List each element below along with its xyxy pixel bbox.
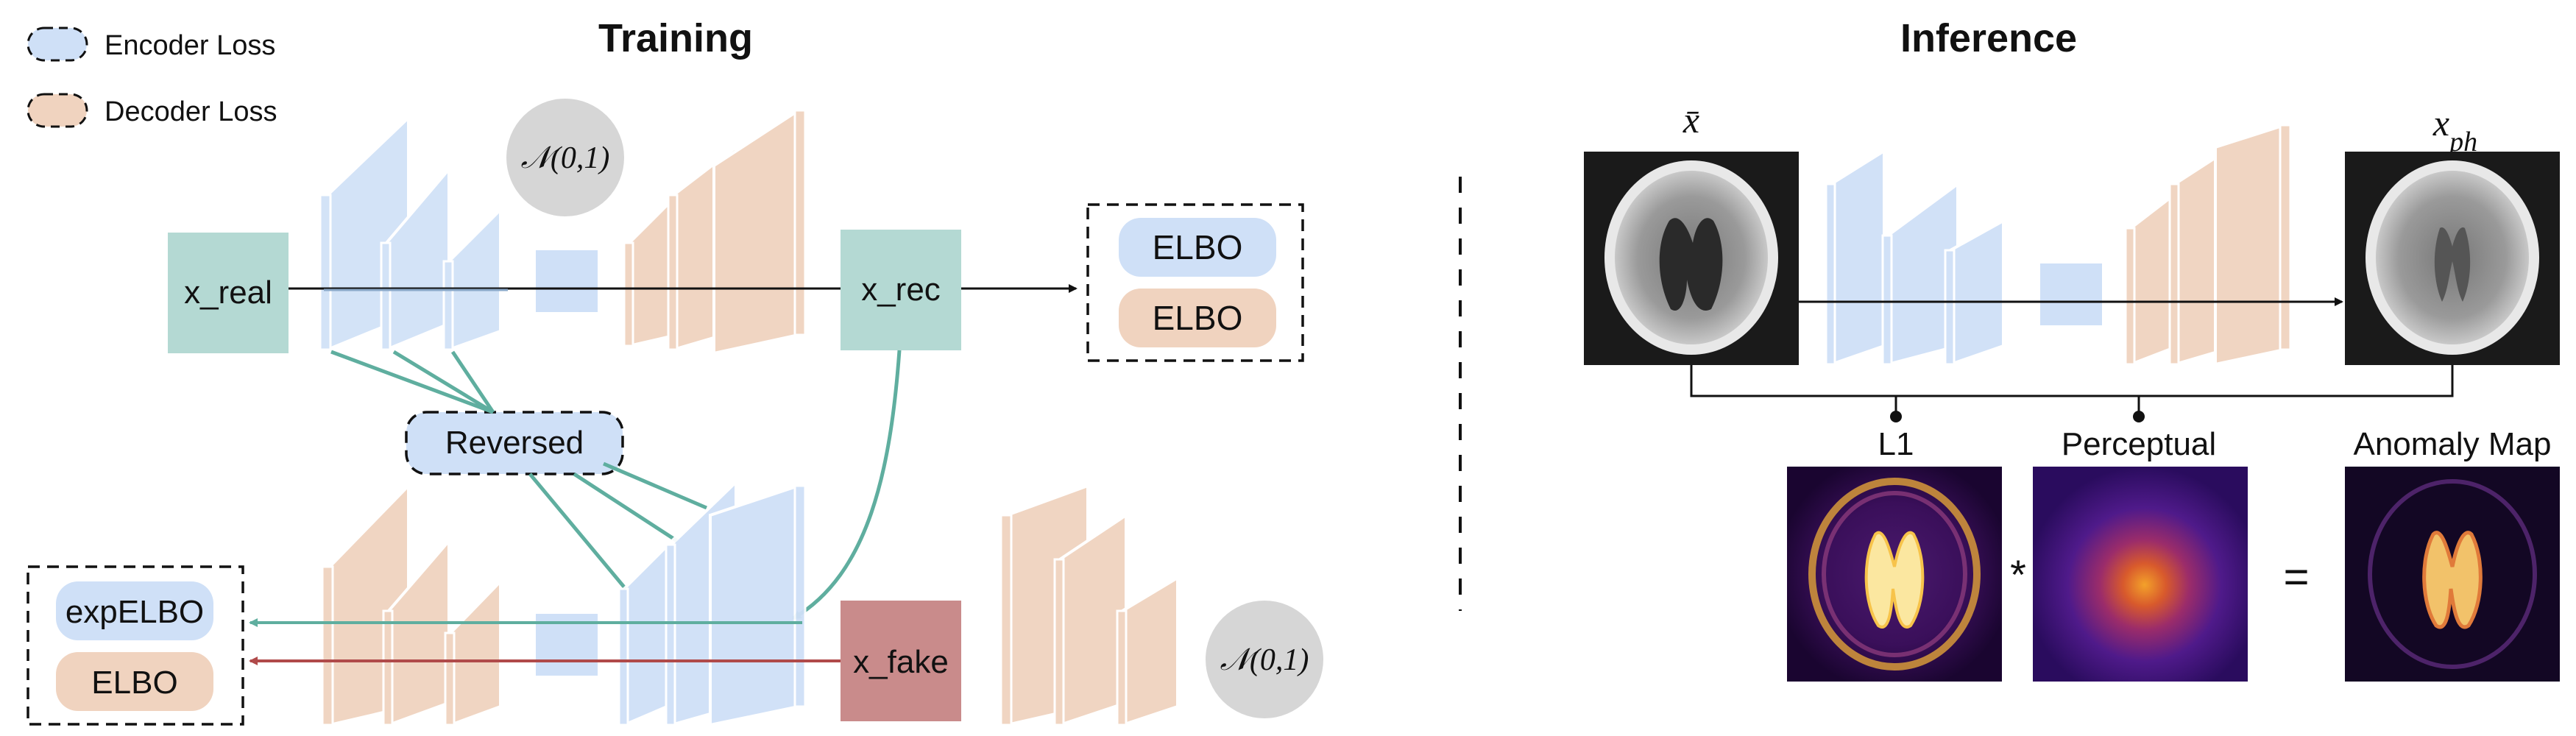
perceptual-label: Perceptual bbox=[2062, 426, 2216, 462]
top-prior-circle bbox=[506, 99, 624, 216]
x-fake-box bbox=[841, 601, 961, 721]
decoder-loss-label: Decoder Loss bbox=[105, 96, 277, 127]
top-latent bbox=[536, 250, 598, 312]
anomaly-map-image bbox=[2345, 467, 2560, 682]
rec-to-encoder-curve bbox=[792, 350, 902, 620]
encoder-loss-label: Encoder Loss bbox=[105, 30, 275, 61]
bottom-elbo-pill bbox=[56, 652, 213, 711]
perceptual-connector-dot bbox=[2133, 411, 2145, 422]
inference-encoder bbox=[1825, 148, 2005, 367]
bottom-prior-circle bbox=[1206, 601, 1323, 718]
reversed-connectors bbox=[330, 350, 707, 590]
expelbo-pill bbox=[56, 581, 213, 640]
encoder-elbo-pill bbox=[1119, 218, 1276, 277]
bottom-right-decoder bbox=[999, 484, 1179, 727]
legend: Encoder Loss Decoder Loss bbox=[26, 26, 277, 128]
reconstructed-brain-image bbox=[2345, 152, 2560, 365]
l1-map-image bbox=[1787, 467, 2002, 682]
encoder-elbo-label: ELBO bbox=[1153, 228, 1243, 266]
bottom-encoder bbox=[618, 478, 807, 728]
bottom-elbo-label: ELBO bbox=[91, 665, 177, 701]
x-rec-label: x_rec bbox=[861, 272, 941, 308]
decoder-elbo-pill bbox=[1119, 289, 1276, 347]
bottom-left-decoder bbox=[321, 482, 502, 727]
top-prior-label: 𝒩(0,1) bbox=[521, 141, 610, 175]
encoder-loss-swatch bbox=[26, 26, 88, 62]
top-decoder bbox=[623, 107, 807, 355]
reversed-label: Reversed bbox=[445, 425, 584, 461]
x-rec-box bbox=[841, 230, 961, 350]
inference-bracket bbox=[1690, 365, 2454, 397]
x-bar-label: x̄ bbox=[1682, 99, 1699, 141]
x-real-label: x_real bbox=[184, 275, 272, 311]
decoder-loss-swatch bbox=[26, 93, 88, 128]
multiply-symbol: * bbox=[2010, 551, 2026, 598]
anomaly-map-label: Anomaly Map bbox=[2353, 426, 2551, 462]
inference-decoder bbox=[2124, 123, 2292, 367]
top-elbo-group bbox=[1086, 203, 1304, 362]
bottom-prior-label: 𝒩(0,1) bbox=[1220, 643, 1309, 677]
bottom-elbo-group bbox=[26, 565, 244, 726]
training-title: Training bbox=[598, 16, 753, 60]
decoder-elbo-label: ELBO bbox=[1153, 299, 1243, 337]
x-ph-label: xph bbox=[2432, 102, 2477, 158]
x-real-box bbox=[168, 233, 289, 353]
equals-symbol: = bbox=[2283, 552, 2309, 601]
l1-connector-dot bbox=[1890, 411, 1902, 422]
expelbo-label: expELBO bbox=[66, 594, 204, 630]
reversed-pill bbox=[405, 411, 624, 475]
perceptual-map-image bbox=[2033, 467, 2248, 682]
inference-title: Inference bbox=[1900, 16, 2077, 60]
input-brain-image bbox=[1584, 152, 1799, 365]
l1-label: L1 bbox=[1878, 426, 1914, 462]
x-fake-label: x_fake bbox=[853, 644, 949, 680]
top-encoder bbox=[319, 114, 502, 352]
inference-latent bbox=[2040, 263, 2102, 325]
